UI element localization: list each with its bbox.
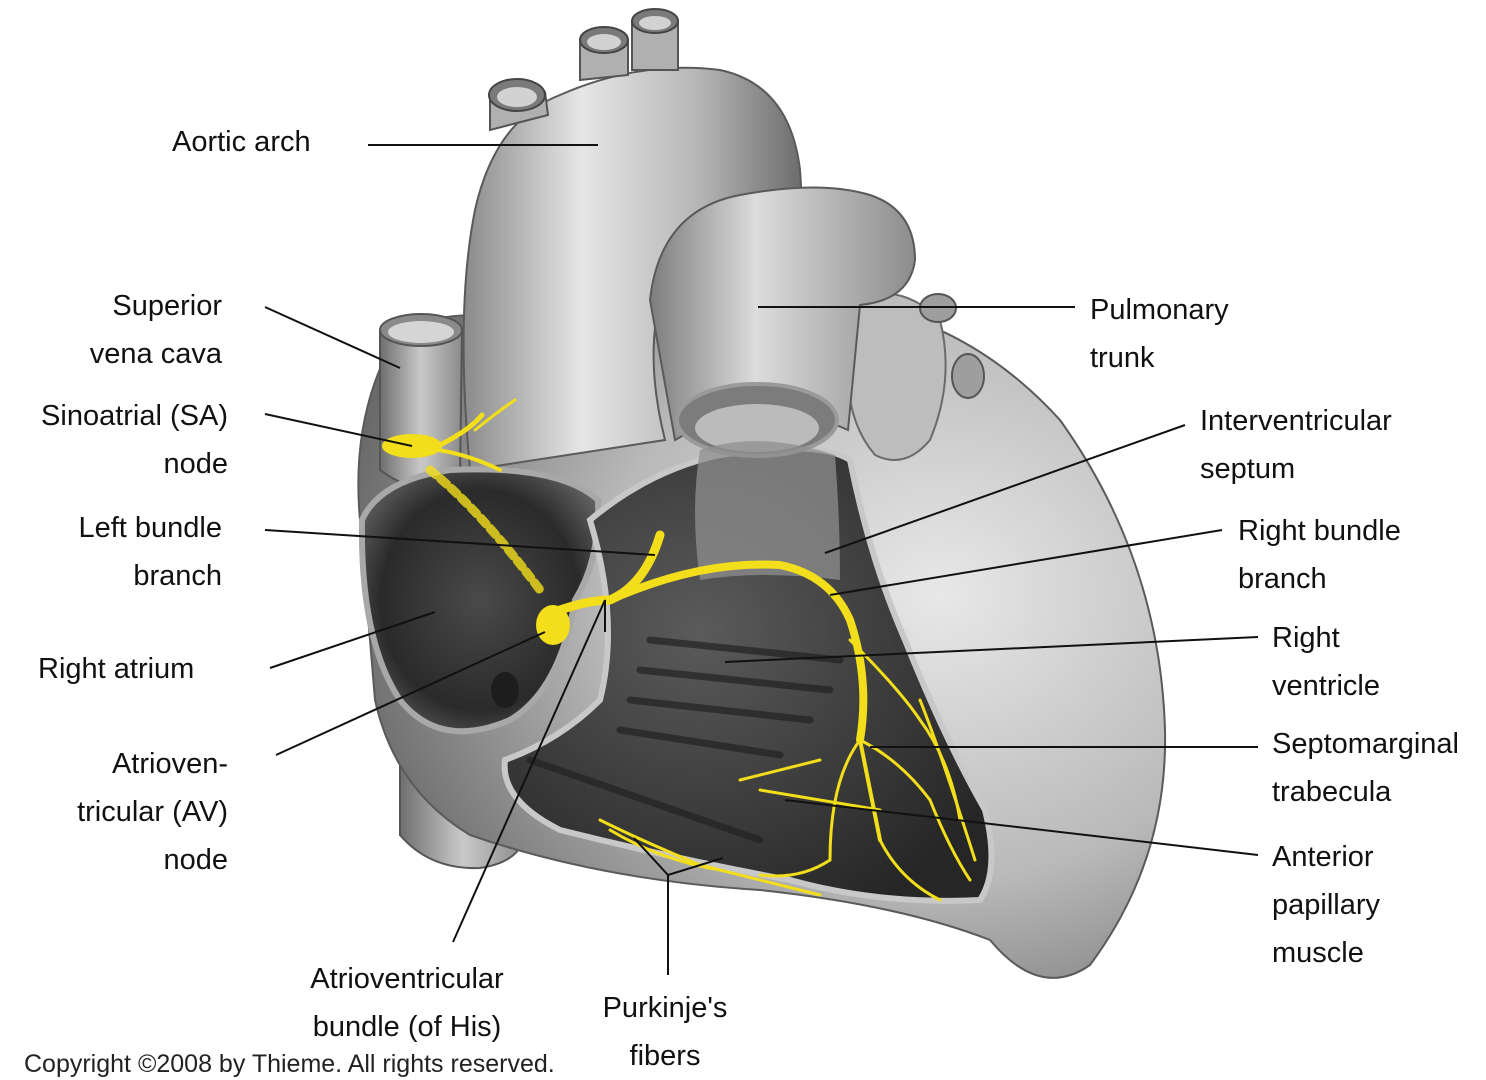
superior-vena-cava <box>380 330 462 488</box>
label-anterior-papillary-muscle: Anterior papillary muscle <box>1272 833 1380 977</box>
label-av-bundle: Atrioventricular bundle (of His) <box>292 955 522 1051</box>
interventricular-septum <box>695 441 840 580</box>
label-aortic-arch: Aortic arch <box>172 118 311 166</box>
label-av-node: Atrioven- tricular (AV) node <box>77 740 228 884</box>
label-interventricular-septum: Interventricular septum <box>1200 397 1392 493</box>
label-pulmonary-trunk: Pulmonary trunk <box>1090 286 1229 382</box>
label-right-bundle-branch: Right bundle branch <box>1238 507 1401 603</box>
label-right-ventricle: Right ventricle <box>1272 614 1380 710</box>
label-right-atrium: Right atrium <box>38 645 194 693</box>
label-purkinje-fibers: Purkinje's fibers <box>580 984 750 1080</box>
label-sa-node: Sinoatrial (SA) node <box>41 392 228 488</box>
label-septomarginal-trabecula: Septomarginal trabecula <box>1272 720 1459 816</box>
label-left-bundle-branch: Left bundle branch <box>78 504 222 600</box>
label-superior-vena-cava: Superior vena cava <box>90 282 222 378</box>
copyright-notice: Copyright ©2008 by Thieme. All rights re… <box>24 1050 555 1079</box>
